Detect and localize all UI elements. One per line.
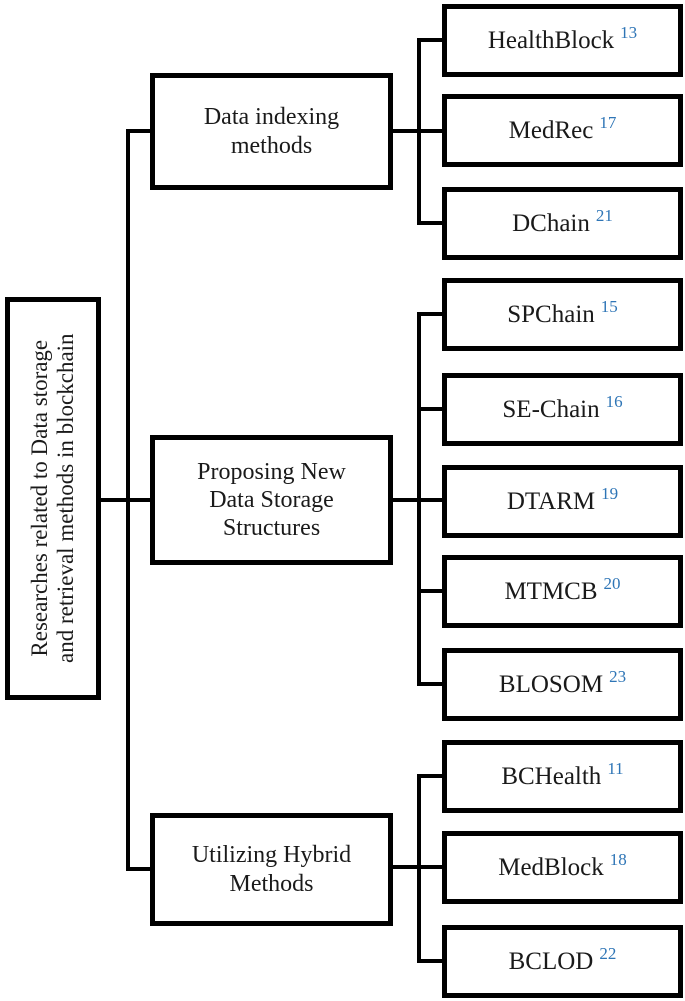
connector-stub-mtmcb: [421, 589, 442, 593]
leaf-ref-number: 13: [620, 22, 638, 42]
leaf-ref-number: 19: [601, 483, 619, 503]
connector-stub-dchain: [421, 221, 442, 225]
leaf-label: MedRec: [508, 116, 594, 144]
leaf-ref-number: 18: [609, 849, 627, 869]
branch-node-proposing-new-data-storage-structures: Proposing New Data Storage Structures: [150, 435, 393, 565]
leaf-label: MedBlock: [498, 853, 604, 881]
leaf-node-se-chain: SE-Chain 16: [442, 373, 683, 446]
leaf-ref-number: 20: [603, 573, 621, 593]
leaf-node-bchealth: BCHealth 11: [442, 740, 683, 813]
branch-label: Data indexing methods: [203, 104, 340, 159]
root-label: Researches related to Data storage and r…: [26, 333, 78, 664]
leaf-node-healthblock: HealthBlock 13: [442, 4, 683, 77]
leaf-ref-number: 17: [599, 112, 617, 132]
leaf-label: DChain: [512, 209, 590, 237]
connector-stub-bchealth: [421, 774, 442, 778]
branch-node-utilizing-hybrid-methods: Utilizing Hybrid Methods: [150, 813, 393, 926]
connector-stub-healthblock: [421, 38, 442, 42]
connector-root-to-trunk: [100, 498, 150, 502]
branch-node-data-indexing-methods: Data indexing methods: [150, 73, 393, 190]
leaf-node-dtarm: DTARM 19: [442, 465, 683, 538]
leaf-ref-number: 11: [607, 758, 624, 778]
connector-trunk-group-1: [417, 38, 421, 225]
connector-stub-se-chain: [421, 407, 442, 411]
leaf-label: BCLOD: [508, 947, 594, 975]
leaf-ref-number: 23: [609, 666, 627, 686]
leaf-label: BCHealth: [501, 762, 602, 790]
connector-stub-branch-3: [126, 867, 150, 871]
connector-stub-branch-1: [126, 129, 150, 133]
leaf-node-mtmcb: MTMCB 20: [442, 555, 683, 628]
leaf-node-bclod: BCLOD 22: [442, 925, 683, 998]
connector-stub-spchain: [421, 312, 442, 316]
leaf-ref-number: 22: [599, 943, 617, 963]
leaf-label: HealthBlock: [487, 26, 615, 54]
leaf-label: DTARM: [506, 487, 596, 515]
leaf-label: SE-Chain: [502, 395, 600, 423]
connector-stub-bclod: [421, 959, 442, 963]
leaf-ref-number: 21: [595, 205, 613, 225]
leaf-node-medblock: MedBlock 18: [442, 831, 683, 904]
connector-trunk-group-2: [417, 312, 421, 686]
connector-trunk-group-3: [417, 774, 421, 963]
leaf-label: BLOSOM: [498, 670, 604, 698]
leaf-label: SPChain: [507, 300, 595, 328]
connector-stub-blosom: [421, 682, 442, 686]
leaf-ref-number: 16: [605, 391, 623, 411]
leaf-node-spchain: SPChain 15: [442, 278, 683, 351]
branch-label: Utilizing Hybrid Methods: [191, 842, 352, 897]
connector-left-trunk: [126, 129, 130, 871]
leaf-ref-number: 15: [600, 296, 618, 316]
leaf-node-blosom: BLOSOM 23: [442, 648, 683, 721]
branch-label: Proposing New Data Storage Structures: [197, 458, 346, 542]
leaf-node-medrec: MedRec 17: [442, 94, 683, 167]
leaf-node-dchain: DChain 21: [442, 187, 683, 260]
leaf-label: MTMCB: [504, 577, 598, 605]
root-node: Researches related to Data storage and r…: [5, 297, 101, 700]
